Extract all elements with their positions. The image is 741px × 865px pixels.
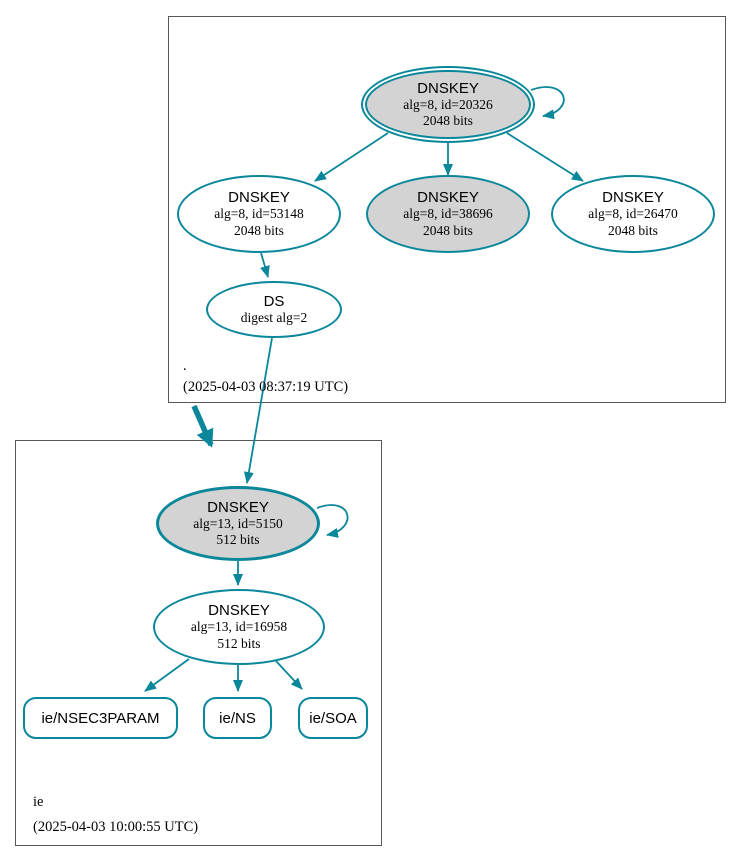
dnskey-node-ie-zsk-16958[interactable]: DNSKEY alg=13, id=16958 512 bits	[153, 589, 325, 665]
rrset-node-ie-soa[interactable]: ie/SOA	[298, 697, 368, 739]
node-title: DNSKEY	[602, 189, 664, 207]
node-detail-alg: alg=13, id=16958	[190, 619, 288, 635]
zone-name-root: .	[183, 358, 187, 374]
node-detail-alg: alg=8, id=20326	[403, 96, 493, 112]
node-title: DS	[263, 292, 285, 310]
rrset-label: ie/NSEC3PARAM	[41, 709, 160, 727]
rrset-node-ie-nsec3param[interactable]: ie/NSEC3PARAM	[23, 697, 178, 739]
node-detail-alg: alg=8, id=38696	[403, 206, 493, 222]
zone-box-root	[168, 16, 726, 403]
node-title: DNSKEY	[417, 189, 479, 207]
dnskey-node-root-zsk-26470[interactable]: DNSKEY alg=8, id=26470 2048 bits	[551, 175, 715, 253]
node-detail-alg: alg=13, id=5150	[193, 515, 283, 531]
node-detail-bits: 512 bits	[216, 532, 260, 548]
dnskey-node-ie-ksk-5150[interactable]: DNSKEY alg=13, id=5150 512 bits	[156, 486, 320, 561]
node-detail-bits: 512 bits	[217, 635, 261, 651]
ds-node-root[interactable]: DS digest alg=2	[206, 281, 342, 338]
rrset-node-ie-ns[interactable]: ie/NS	[203, 697, 272, 739]
node-detail-bits: 2048 bits	[423, 113, 473, 129]
dnskey-node-root-ksk-20326[interactable]: DNSKEY alg=8, id=20326 2048 bits	[361, 66, 535, 143]
zone-name-ie: ie	[33, 794, 44, 810]
zone-timestamp-ie: (2025-04-03 10:00:55 UTC)	[33, 819, 199, 835]
node-title: DNSKEY	[207, 498, 269, 516]
node-title: DNSKEY	[228, 189, 290, 207]
node-title: DNSKEY	[417, 79, 479, 97]
zone-timestamp-root: (2025-04-03 08:37:19 UTC)	[183, 379, 349, 395]
rrset-label: ie/NS	[219, 709, 256, 727]
node-detail-digest: digest alg=2	[240, 310, 308, 326]
dnskey-node-root-zsk-53148[interactable]: DNSKEY alg=8, id=53148 2048 bits	[177, 175, 341, 253]
node-detail-alg: alg=8, id=53148	[214, 206, 304, 222]
node-detail-bits: 2048 bits	[423, 222, 473, 238]
node-detail-alg: alg=8, id=26470	[588, 206, 678, 222]
rrset-label: ie/SOA	[309, 709, 357, 727]
node-detail-bits: 2048 bits	[608, 222, 658, 238]
node-detail-bits: 2048 bits	[234, 222, 284, 238]
dnskey-node-root-zsk-38696[interactable]: DNSKEY alg=8, id=38696 2048 bits	[366, 175, 530, 253]
trust-anchor-ring	[365, 70, 531, 139]
node-title: DNSKEY	[208, 602, 270, 620]
